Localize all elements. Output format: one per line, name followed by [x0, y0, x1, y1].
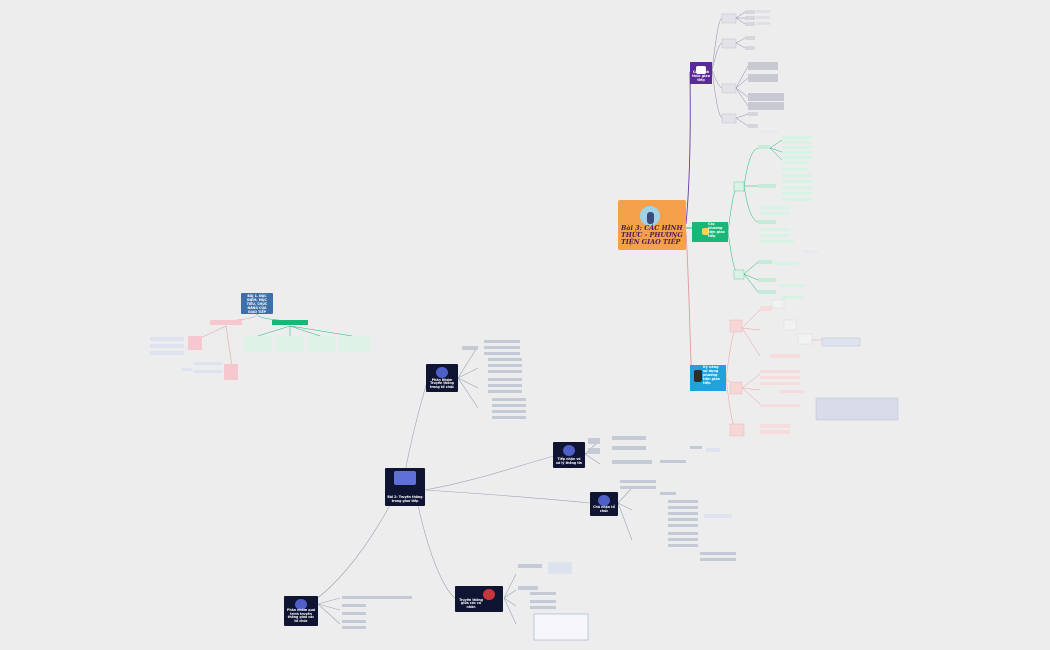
purple-detail-nodes: [721, 10, 784, 133]
bai2-detail-nodes: [342, 340, 736, 641]
green-detail-nodes: [733, 136, 818, 299]
bai2-branch-process[interactable]: Phân nhóm quá trình truyền thông giao cá…: [284, 596, 318, 626]
green-branch-lines: [727, 139, 783, 293]
central-title: Bài 3: CÁC HÌNH THỨC - PHƯƠNG TIỆN GIAO …: [621, 224, 683, 246]
topic-label: Các hình thức giao tiếp: [692, 70, 710, 82]
bai2-branch-interpersonal[interactable]: Truyền thông giữa các cá nhân: [455, 586, 503, 612]
bai2-topic[interactable]: Bài 2: Truyền thông trong giao tiếp: [385, 468, 425, 506]
bai2-illustration-icon: [394, 471, 416, 485]
topic-communication-forms[interactable]: Các hình thức giao tiếp: [690, 62, 712, 84]
branch-label: Phân Nhóm Truyền thông trong tổ chức: [429, 377, 455, 390]
forms-icon: [696, 66, 706, 74]
purple-branch-lines: [711, 11, 749, 127]
branch-label: Tiếp nhận và xử lý thông tin: [555, 457, 583, 466]
bai2-title: Bài 2: Truyền thông trong giao tiếp: [387, 495, 423, 504]
topic-label: Các phương tiện giao tiếp: [708, 222, 725, 238]
bai1-title: BÀI 1. ĐẶC ĐIỂM, MỤC TIÊU, CHỨC NĂNG CỦA…: [246, 294, 268, 314]
skills-icon: [694, 370, 702, 382]
branch-icon: [563, 445, 575, 456]
branch-label: Truyền thông giữa các cá nhân: [459, 597, 483, 610]
branch-icon: [295, 599, 307, 610]
topic-communication-skills[interactable]: Kỹ năng sử dụng phương tiện giao tiếp: [690, 365, 726, 391]
branch-icon: [436, 367, 448, 378]
bai2-branch-organization[interactable]: Phân Nhóm Truyền thông trong tổ chức: [426, 364, 458, 392]
bai1-topic[interactable]: BÀI 1. ĐẶC ĐIỂM, MỤC TIÊU, CHỨC NĂNG CỦA…: [241, 293, 273, 314]
central-topic[interactable]: Bài 3: CÁC HÌNH THỨC - PHƯƠNG TIỆN GIAO …: [618, 200, 686, 250]
means-icon: [702, 228, 709, 235]
topic-label: Kỹ năng sử dụng phương tiện giao tiếp: [703, 365, 720, 385]
bai1-detail-nodes: [150, 320, 370, 380]
branch-label: Phân nhóm quá trình truyền thông giao cá…: [287, 607, 315, 624]
person-icon: [647, 212, 654, 224]
topic-communication-means[interactable]: Các phương tiện giao tiếp: [692, 222, 728, 242]
branch-icon: [483, 589, 495, 600]
branch-label: Chủ nhận tổ chức: [593, 505, 615, 514]
branch-icon: [598, 495, 610, 506]
pink-detail-nodes: [729, 299, 899, 437]
bai2-branch-org-owner[interactable]: Chủ nhận tổ chức: [590, 492, 618, 516]
bai2-lines: [311, 345, 633, 625]
bai2-branch-receive-info[interactable]: Tiếp nhận và xử lý thông tin: [553, 442, 585, 468]
